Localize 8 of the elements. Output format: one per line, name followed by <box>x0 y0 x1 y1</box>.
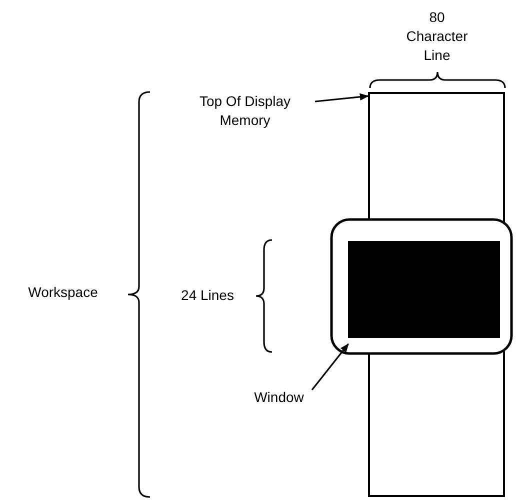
bracket-label: 24 Lines <box>180 286 235 305</box>
arrow <box>314 93 369 102</box>
callout-text: Window <box>246 388 312 407</box>
callout-text: Top Of Display Memory <box>175 92 315 130</box>
arrow <box>311 343 349 390</box>
dimension-label: 80 Character Line <box>405 8 469 65</box>
window-frame <box>330 218 513 355</box>
bracket-label: Workspace <box>27 283 99 302</box>
